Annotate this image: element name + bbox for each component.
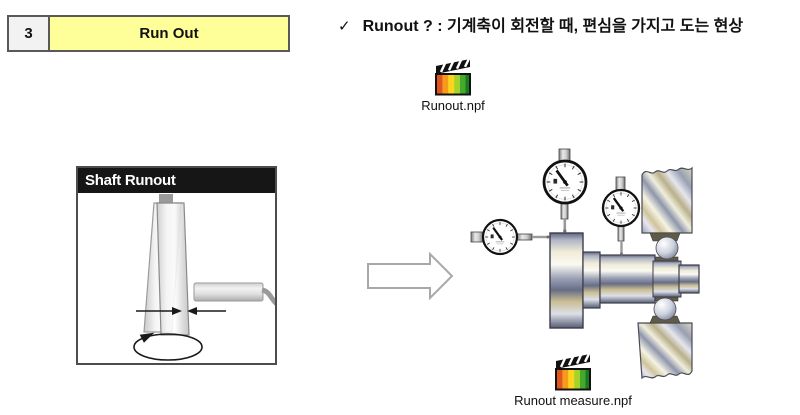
media-file-runout[interactable]: Runout.npf [413, 58, 493, 113]
shaft-stub [159, 194, 173, 203]
probe-icon [193, 282, 275, 306]
index-title-cell: Run Out [50, 17, 288, 50]
shaft-flange [549, 232, 584, 329]
shaft-bearing-segment [652, 260, 682, 298]
media-label[interactable]: Runout.npf [421, 98, 485, 113]
index-table: 3 Run Out [7, 15, 290, 52]
shaft-runout-title: Shaft Runout [85, 172, 176, 189]
shaft-runout-box: Shaft Runout [76, 166, 277, 365]
shaft-icon [143, 202, 190, 336]
index-number-cell: 3 [9, 17, 50, 50]
dial-indicator-left [470, 218, 550, 256]
shaft-runout-figure [133, 194, 275, 361]
runout-arrows [136, 307, 226, 315]
film-clapperboard-icon[interactable] [553, 353, 593, 391]
check-icon: ✓ [338, 18, 351, 35]
bearing-ball-bottom [653, 297, 677, 321]
definition-bullet: ✓ Runout ? : 기계축이 회전할 때, 편심을 가지고 도는 현상 [338, 16, 800, 38]
shaft-body [599, 254, 656, 304]
shaft-runout-header: Shaft Runout [78, 168, 275, 193]
dial-indicator-mid [601, 176, 641, 256]
shaft-end-stub [678, 264, 700, 294]
film-clapperboard-icon[interactable] [433, 58, 473, 96]
rotation-ellipse-icon [133, 332, 203, 361]
dial-indicator-top [542, 148, 588, 233]
media-file-runout-measure[interactable]: Runout measure.npf [493, 353, 653, 408]
block-arrow-right-icon [367, 252, 454, 300]
measurement-illustration [470, 148, 700, 380]
media-label[interactable]: Runout measure.npf [514, 393, 632, 408]
bearing-ball-top [655, 236, 679, 260]
definition-text: Runout ? : 기계축이 회전할 때, 편심을 가지고 도는 현상 [362, 18, 744, 35]
shaft-step [582, 251, 601, 309]
support-block-top [641, 166, 693, 234]
support-block-bottom [637, 322, 693, 380]
